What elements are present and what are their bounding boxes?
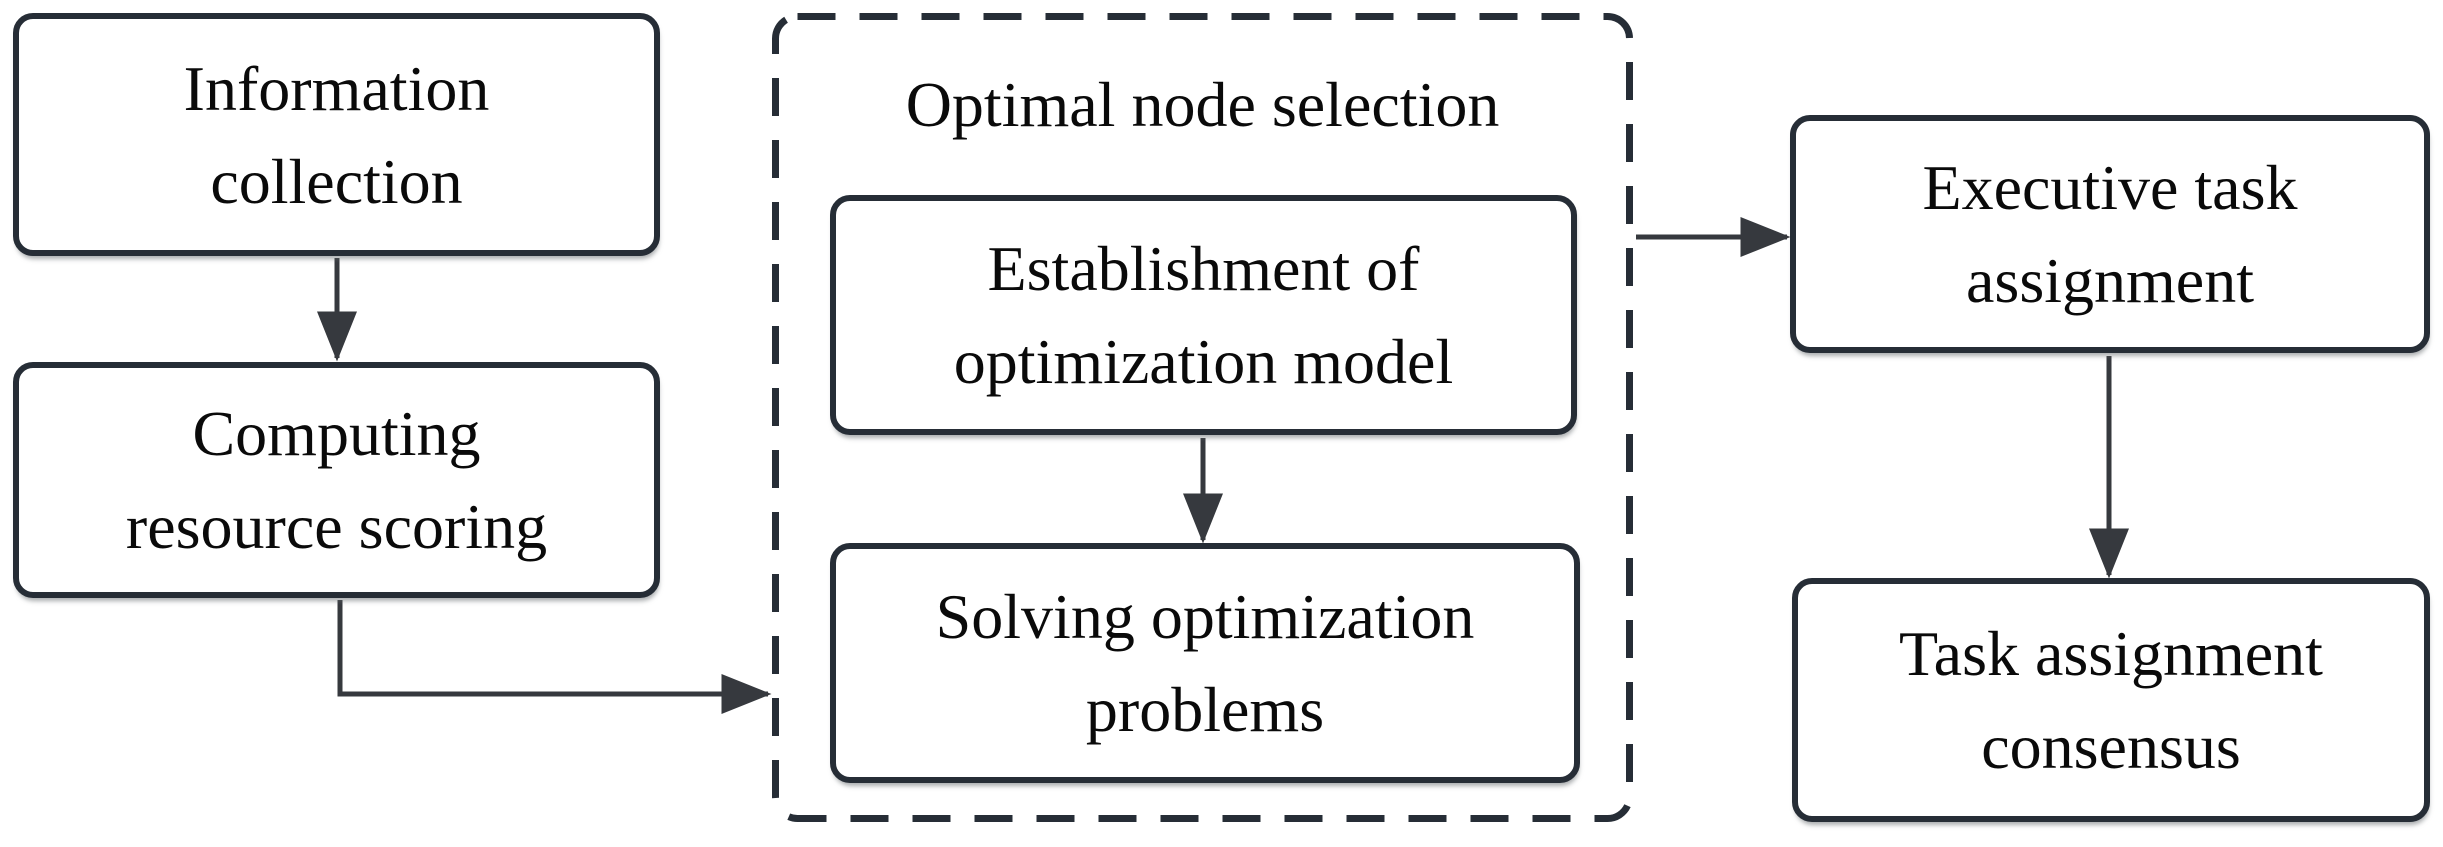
node-task-assignment-consensus: Task assignment consensus — [1792, 578, 2430, 822]
optimal-node-selection-group-border — [772, 13, 1633, 822]
node-solving-optimization-problems: Solving optimization problems — [830, 543, 1580, 783]
node-information-collection: Information collection — [13, 13, 660, 256]
group-title-optimal-node-selection: Optimal node selection — [905, 69, 1500, 140]
arrow-computing-to-group — [337, 600, 772, 714]
node-computing-resource-scoring: Computing resource scoring — [13, 362, 660, 598]
node-executive-task-assignment: Executive task assignment — [1790, 115, 2430, 353]
node-establishment-of-optimization-model: Establishment of optimization model — [830, 195, 1577, 435]
